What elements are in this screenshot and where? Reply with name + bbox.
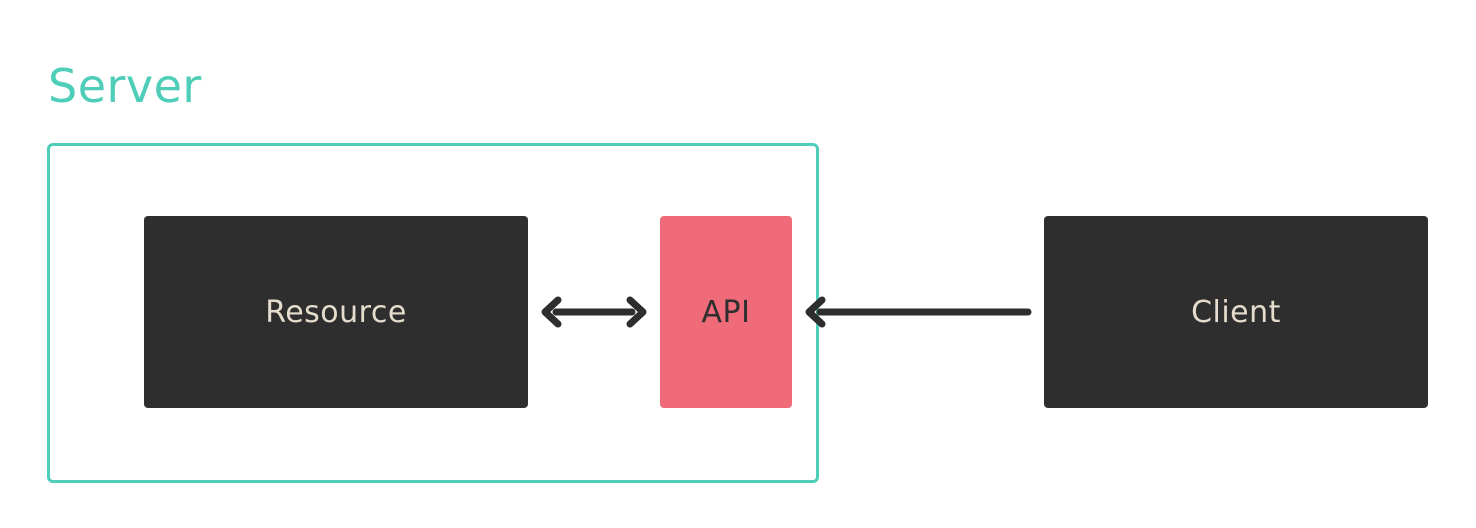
- resource-label: Resource: [265, 294, 407, 330]
- client-api-arrow: [805, 296, 1032, 328]
- api-node: API: [660, 216, 792, 408]
- server-title: Server: [48, 59, 202, 113]
- client-label: Client: [1191, 294, 1281, 330]
- resource-node: Resource: [144, 216, 528, 408]
- client-node: Client: [1044, 216, 1428, 408]
- api-label: API: [701, 294, 751, 330]
